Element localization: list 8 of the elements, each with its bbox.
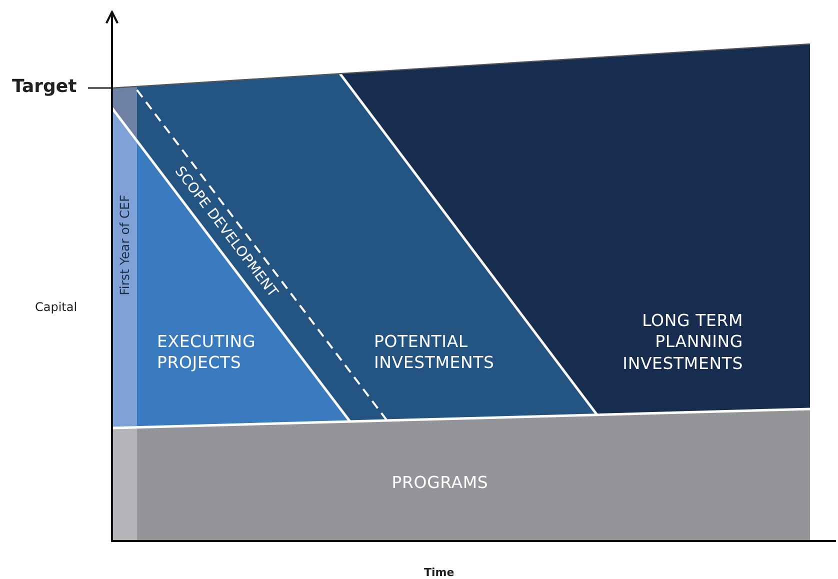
strip-label: First Year of CEF — [116, 194, 132, 298]
region-label: PROGRAMS — [390, 472, 490, 494]
axis-label: Capital — [35, 300, 78, 314]
region-label: EXECUTING PROJECTS — [157, 331, 257, 374]
target-label: Target — [12, 76, 77, 97]
region-label: LONG TERM PLANNING INVESTMENTS — [622, 310, 743, 374]
axis-label: Time — [424, 566, 454, 579]
region-label: POTENTIAL INVESTMENTS — [374, 330, 496, 374]
